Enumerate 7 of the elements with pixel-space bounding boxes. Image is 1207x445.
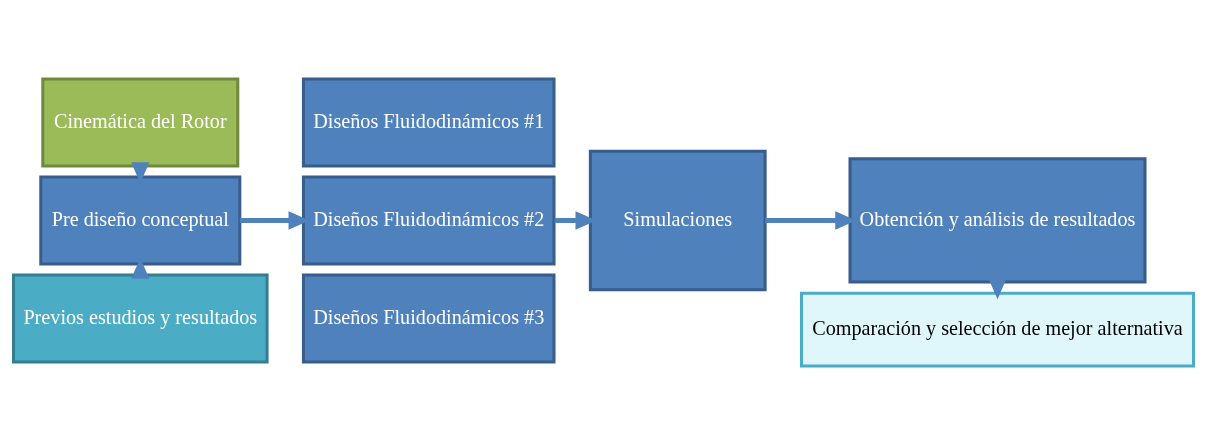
node-box: Diseños Fluidodinámicos #1 <box>301 77 556 168</box>
node-box: Diseños Fluidodinámicos #2 <box>301 175 556 266</box>
arrow <box>988 278 1007 300</box>
node-box: Simulaciones <box>588 149 767 292</box>
node-box: Diseños Fluidodinámicos #3 <box>301 273 556 364</box>
node-box: Pre diseño conceptual <box>39 175 242 266</box>
node-box: Comparación y selección de mejor alternativa <box>800 291 1195 368</box>
